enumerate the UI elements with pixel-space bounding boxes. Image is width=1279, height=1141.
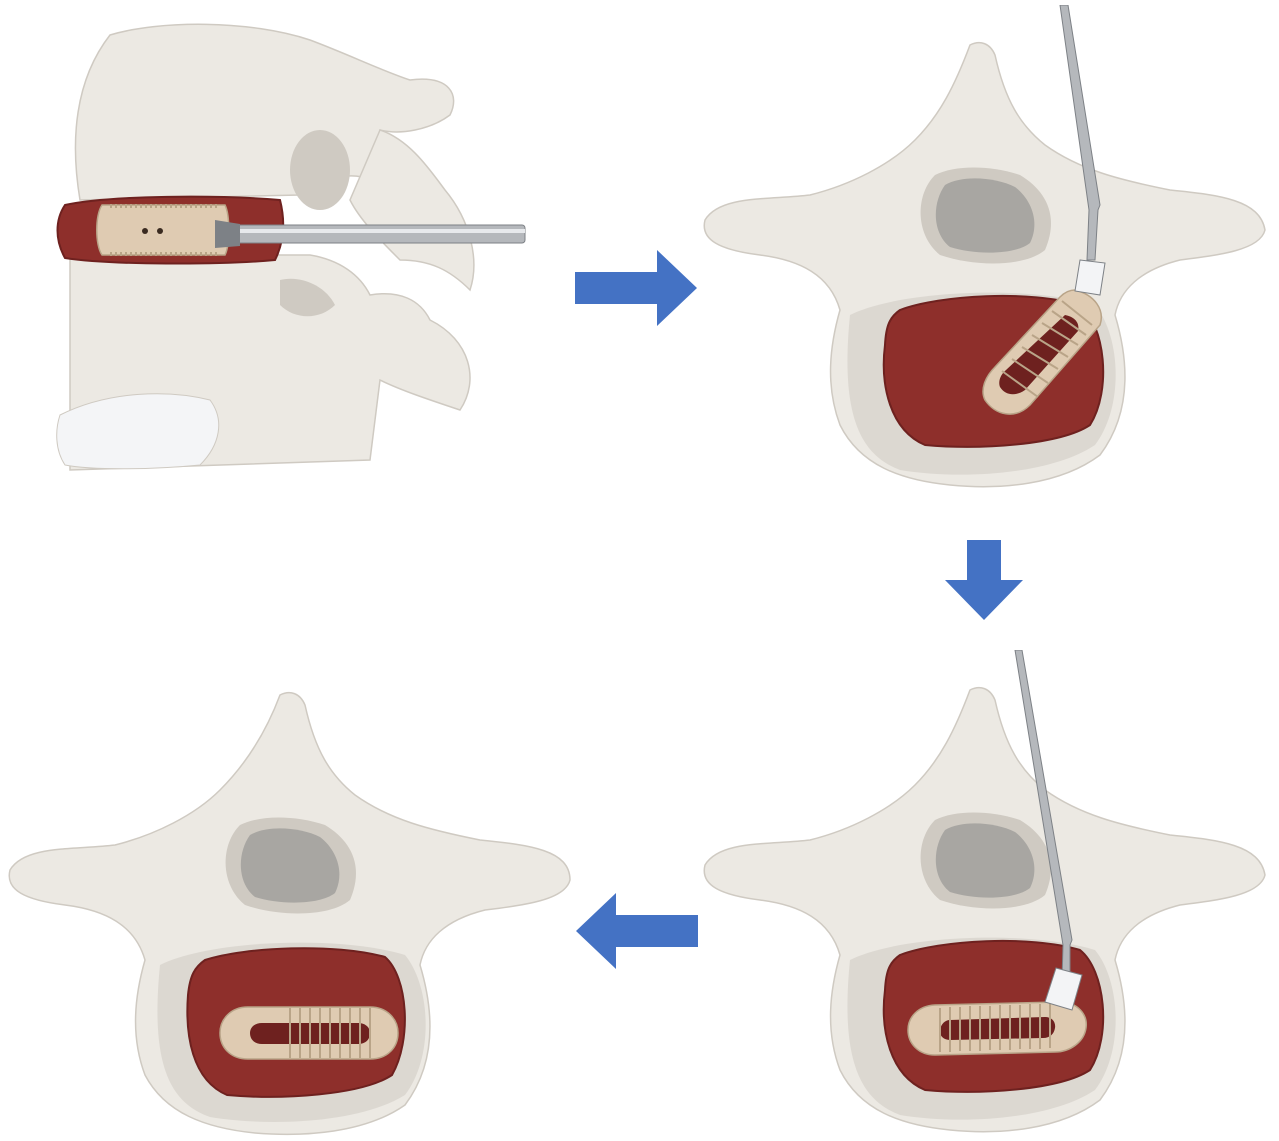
panel-axial-final [0, 655, 575, 1141]
arrow-right [575, 250, 699, 326]
panel-axial-rotation-complete [700, 650, 1275, 1140]
arrow-right-icon [575, 250, 697, 326]
panel-axial-rotation-start [700, 5, 1275, 495]
panel-lateral-insertion [50, 20, 530, 475]
arrow-left-icon [576, 893, 698, 969]
arrow-down [945, 540, 1023, 620]
implant-axial-near-final [908, 1002, 1086, 1055]
arrow-left [576, 893, 700, 969]
arrow-down-icon [945, 540, 1023, 620]
implant-lateral [97, 205, 229, 255]
implant-axial-final [220, 1007, 398, 1059]
